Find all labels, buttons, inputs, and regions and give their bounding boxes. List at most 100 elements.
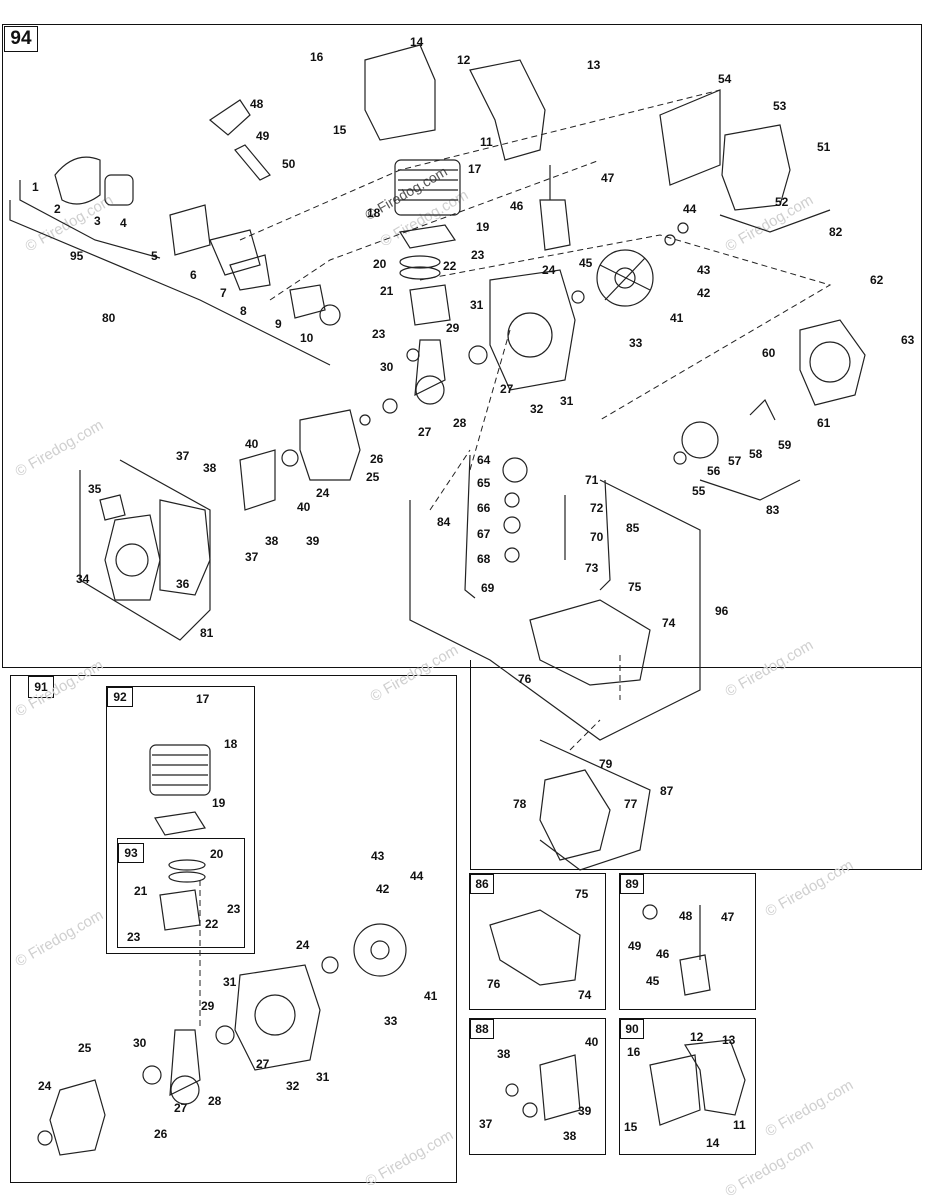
part-label: 42 bbox=[697, 286, 711, 300]
part-label: 61 bbox=[817, 416, 831, 430]
part-label: 46 bbox=[656, 947, 670, 961]
part-label: 11 bbox=[480, 135, 493, 149]
part-label: 64 bbox=[477, 453, 491, 467]
part-label: 18 bbox=[224, 737, 238, 751]
part-label: 45 bbox=[646, 974, 660, 988]
part-label: 55 bbox=[692, 484, 706, 498]
part-label: 69 bbox=[481, 581, 495, 595]
part-label: 77 bbox=[624, 797, 638, 811]
part-label: 4 bbox=[120, 216, 127, 230]
diagram-93-tag: 93 bbox=[118, 843, 144, 863]
part-label: 25 bbox=[366, 470, 380, 484]
part-label: 21 bbox=[380, 284, 394, 298]
part-label: 22 bbox=[205, 917, 219, 931]
part-label: 30 bbox=[380, 360, 394, 374]
part-label: 40 bbox=[245, 437, 259, 451]
part-label: 75 bbox=[575, 887, 589, 901]
part-label: 21 bbox=[134, 884, 148, 898]
part-label: 12 bbox=[690, 1030, 704, 1044]
part-label: 26 bbox=[370, 452, 384, 466]
part-label: 52 bbox=[775, 195, 789, 209]
part-label: 51 bbox=[817, 140, 831, 154]
part-label: 17 bbox=[196, 692, 210, 706]
part-label: 34 bbox=[76, 572, 90, 586]
part-label: 36 bbox=[176, 577, 190, 591]
part-label: 15 bbox=[624, 1120, 638, 1134]
part-label: 24 bbox=[316, 486, 330, 500]
part-label: 49 bbox=[256, 129, 270, 143]
diagram-86-frame bbox=[469, 873, 606, 1010]
part-label: 38 bbox=[497, 1047, 511, 1061]
part-label: 58 bbox=[749, 447, 763, 461]
part-label: 31 bbox=[223, 975, 237, 989]
part-label: 16 bbox=[310, 50, 324, 64]
part-label: 37 bbox=[479, 1117, 493, 1131]
part-label: 40 bbox=[585, 1035, 599, 1049]
part-label: 67 bbox=[477, 527, 491, 541]
part-label: 28 bbox=[208, 1094, 222, 1108]
part-label: 24 bbox=[38, 1079, 52, 1093]
part-label: 20 bbox=[373, 257, 387, 271]
part-label: 80 bbox=[102, 311, 116, 325]
part-label: 82 bbox=[829, 225, 843, 239]
part-label: 68 bbox=[477, 552, 491, 566]
part-label: 54 bbox=[718, 72, 732, 86]
part-label: 48 bbox=[250, 97, 264, 111]
part-label: 60 bbox=[762, 346, 776, 360]
part-label: 43 bbox=[697, 263, 711, 277]
diagram-86-tag: 86 bbox=[470, 874, 494, 894]
part-label: 70 bbox=[590, 530, 604, 544]
diagram-88-tag: 88 bbox=[470, 1019, 494, 1039]
part-label: 32 bbox=[530, 402, 544, 416]
part-label: 33 bbox=[384, 1014, 398, 1028]
part-label: 14 bbox=[706, 1136, 720, 1150]
part-label: 14 bbox=[410, 35, 424, 49]
part-label: 44 bbox=[683, 202, 697, 216]
part-label: 66 bbox=[477, 501, 491, 515]
part-label: 9 bbox=[275, 317, 282, 331]
part-label: 3 bbox=[94, 214, 101, 228]
part-label: 95 bbox=[70, 249, 84, 263]
part-label: 46 bbox=[510, 199, 524, 213]
part-label: 81 bbox=[200, 626, 214, 640]
part-label: 42 bbox=[376, 882, 390, 896]
part-label: 22 bbox=[443, 259, 457, 273]
part-label: 16 bbox=[627, 1045, 641, 1059]
diagram-88-frame bbox=[469, 1018, 606, 1155]
diagram-91-tag: 91 bbox=[28, 676, 54, 698]
part-label: 73 bbox=[585, 561, 599, 575]
part-label: 79 bbox=[599, 757, 613, 771]
part-label: 43 bbox=[371, 849, 385, 863]
diagram-94-tag: 94 bbox=[4, 26, 38, 52]
part-label: 6 bbox=[190, 268, 197, 282]
part-label: 25 bbox=[78, 1041, 92, 1055]
part-label: 74 bbox=[578, 988, 592, 1002]
part-label: 33 bbox=[629, 336, 643, 350]
part-label: 31 bbox=[316, 1070, 330, 1084]
diagram-89-frame bbox=[619, 873, 756, 1010]
part-label: 56 bbox=[707, 464, 721, 478]
part-label: 27 bbox=[256, 1057, 270, 1071]
part-label: 49 bbox=[628, 939, 642, 953]
part-label: 72 bbox=[590, 501, 604, 515]
part-label: 27 bbox=[418, 425, 432, 439]
part-label: 23 bbox=[372, 327, 386, 341]
part-label: 23 bbox=[471, 248, 485, 262]
part-label: 57 bbox=[728, 454, 742, 468]
part-label: 75 bbox=[628, 580, 642, 594]
part-label: 63 bbox=[901, 333, 915, 347]
part-label: 45 bbox=[579, 256, 593, 270]
diagram-90-frame bbox=[619, 1018, 756, 1155]
part-label: 85 bbox=[626, 521, 640, 535]
part-label: 5 bbox=[151, 249, 158, 263]
diagram-90-tag: 90 bbox=[620, 1019, 644, 1039]
part-label: 41 bbox=[424, 989, 438, 1003]
part-label: 38 bbox=[563, 1129, 577, 1143]
part-label: 13 bbox=[587, 58, 601, 72]
part-label: 19 bbox=[212, 796, 226, 810]
part-label: 78 bbox=[513, 797, 527, 811]
diagram-93-frame bbox=[117, 838, 245, 948]
part-label: 24 bbox=[296, 938, 310, 952]
part-label: 11 bbox=[733, 1118, 746, 1132]
part-label: 29 bbox=[201, 999, 215, 1013]
